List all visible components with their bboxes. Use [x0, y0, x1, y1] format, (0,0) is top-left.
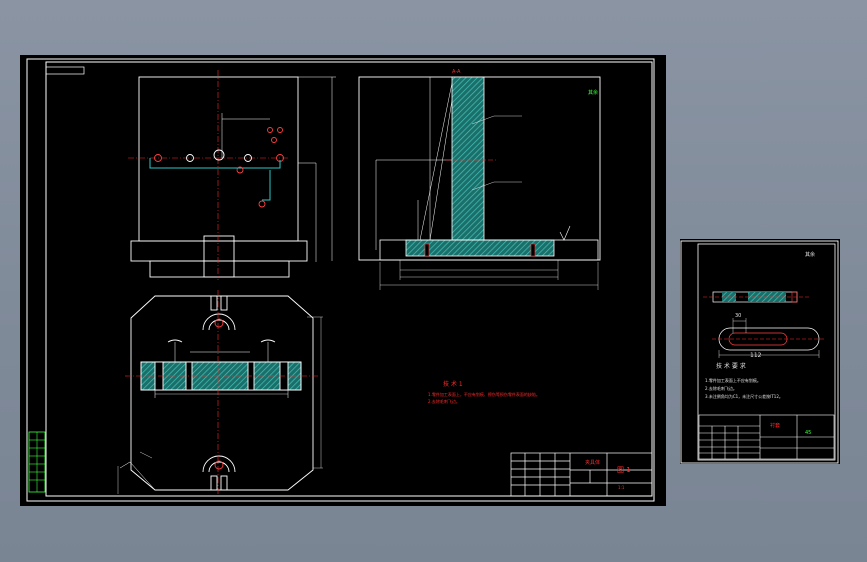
part-sheet [680, 239, 840, 464]
outer-border [26, 58, 655, 502]
main-drawing-name: 夹具体 [585, 460, 601, 466]
part-tech-title: 技 术 要 求 [716, 363, 746, 370]
tech-requirement-line: 1.零件加工表面上，不应有划痕、擦伤等损伤零件表面的缺陷。 [428, 392, 540, 397]
main-scale-label: 1:1 [618, 485, 625, 490]
part-material: 45 [805, 430, 812, 436]
bushing-plan [712, 318, 826, 358]
tech-requirement-line: 2.去除毛刺飞边。 [428, 399, 460, 404]
main-sheet-paper [20, 55, 666, 506]
main-title-block [510, 452, 653, 497]
part-drawing-name: 衬套 [770, 423, 781, 429]
section-label: A-A [452, 69, 461, 75]
tech-requirements-title: 技 术 1 [443, 381, 463, 388]
part-title-block [698, 414, 835, 460]
part-tech-line: 3.未注倒角均为C1，未注尺寸公差按IT12。 [705, 394, 783, 399]
binding-strip [28, 431, 46, 493]
main-sheet-label: 图 1 [617, 466, 631, 474]
drawing-number-box [45, 66, 85, 75]
main-sheet [20, 55, 666, 506]
plan-view [117, 290, 323, 495]
inner-border [45, 61, 653, 497]
main-roughness-note: 其余 [588, 90, 599, 96]
part-tech-line: 1.零件加工表面上不应有划痕。 [705, 378, 761, 383]
front-view [128, 70, 336, 280]
bushing-section [703, 291, 810, 303]
part-tech-line: 2.去除毛刺飞边。 [705, 386, 737, 391]
part-roughness-note: 其余 [805, 252, 816, 258]
side-section-view [358, 76, 601, 290]
dimension-112: 112 [750, 352, 762, 359]
dimension-30: 30 [735, 313, 742, 319]
